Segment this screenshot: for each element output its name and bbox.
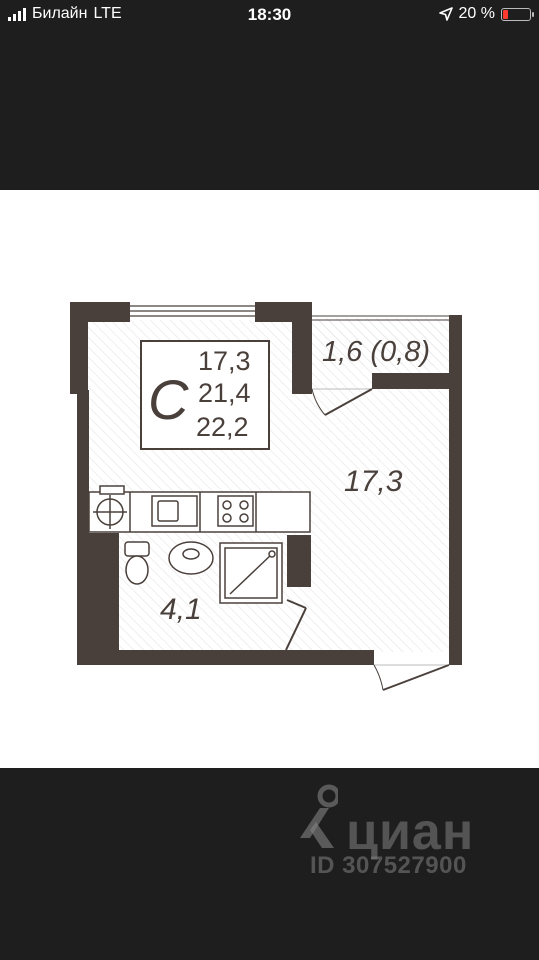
cian-logo: циан: [346, 803, 475, 861]
battery-percent: 20 %: [458, 5, 495, 22]
walls: [70, 302, 462, 665]
room-main-area: 17,3: [344, 465, 403, 498]
balcony-hatch: [310, 318, 453, 366]
status-left: Билайн LTE: [8, 5, 122, 23]
network-type: LTE: [93, 5, 122, 22]
area-living-label: 17,3: [198, 346, 251, 376]
bathroom-fixtures: [124, 541, 283, 604]
area-total-label: 21,4: [198, 378, 251, 408]
area-balcony-total-label: 22,2: [196, 412, 249, 442]
doors: [285, 388, 450, 691]
floorplan-image[interactable]: С 17,3 21,4 22,2 17,3 4,1 1,6 (0,8): [0, 190, 539, 768]
balcony-rail: [312, 315, 450, 321]
window: [130, 305, 255, 317]
watermark: циан ID 307527900: [270, 780, 530, 880]
clock: 18:30: [247, 5, 292, 24]
status-right: 20 %: [438, 5, 534, 23]
battery-fill: [503, 9, 508, 19]
balcony-area: 1,6 (0,8): [322, 336, 430, 368]
battery-icon: [501, 7, 534, 21]
status-bar: Билайн LTE 18:30 20 %: [0, 0, 539, 30]
signal-icon: [8, 7, 26, 21]
carrier-name: Билайн: [32, 5, 88, 22]
floorplan-drawing: С 17,3 21,4 22,2 17,3 4,1 1,6 (0,8): [70, 302, 462, 691]
listing-id: ID 307527900: [310, 852, 467, 879]
bathroom-area: 4,1: [160, 593, 202, 626]
area-legend-box: [140, 340, 270, 450]
kitchen-counter: [88, 485, 311, 533]
map-pin-icon: [300, 784, 338, 848]
location-arrow-icon: [438, 7, 453, 21]
unit-type-label: С: [148, 368, 189, 431]
